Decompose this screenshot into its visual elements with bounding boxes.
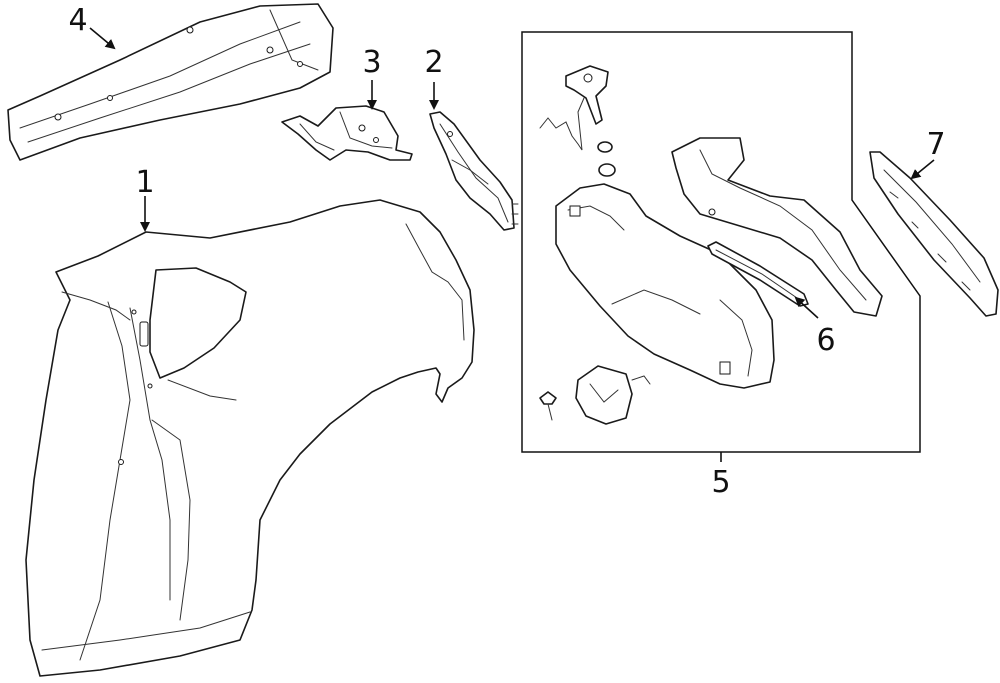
callout-6: 6 bbox=[816, 323, 835, 358]
leader-7 bbox=[910, 159, 935, 180]
part-2-reinforcement bbox=[429, 111, 519, 231]
part-4-roof-rail bbox=[7, 3, 334, 161]
part-5-fuel-door-assembly bbox=[539, 65, 883, 425]
leader-4 bbox=[89, 27, 116, 50]
callout-3: 3 bbox=[362, 45, 381, 80]
part-6-seal bbox=[707, 241, 809, 307]
callout-1: 1 bbox=[135, 165, 154, 200]
leader-6 bbox=[794, 296, 819, 319]
part-1-quarter-panel bbox=[25, 199, 475, 677]
callout-4: 4 bbox=[68, 3, 87, 38]
part-7-molding bbox=[869, 151, 999, 317]
callout-7: 7 bbox=[926, 127, 945, 162]
callout-2: 2 bbox=[424, 45, 443, 80]
callout-5: 5 bbox=[711, 465, 730, 500]
part-3-bracket bbox=[281, 105, 413, 161]
assembly-5-box bbox=[521, 31, 921, 453]
